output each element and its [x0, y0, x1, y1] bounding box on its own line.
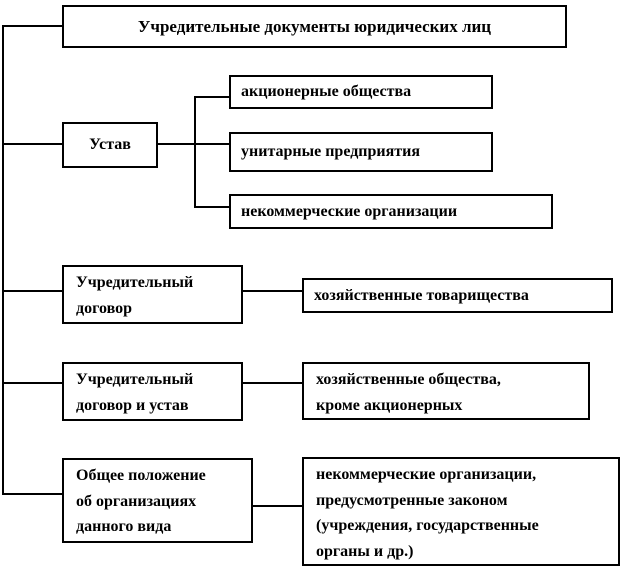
connector-title — [2, 25, 62, 27]
branch-top-connector — [194, 96, 229, 98]
ustav-box: Устав — [62, 122, 158, 168]
connector-row2-right — [242, 290, 302, 292]
connector-row4-right — [252, 505, 302, 507]
trunk-vertical-line — [2, 25, 4, 495]
general-provision-box: Общее положение об организациях данного … — [62, 458, 253, 543]
connector-row3-right — [242, 382, 302, 384]
branch-vertical-line — [194, 96, 196, 208]
connector-row4-left — [2, 493, 62, 495]
connector-ustav-left — [2, 143, 62, 145]
joint-stock-companies-box: акционерные общества — [229, 75, 493, 109]
business-companies-box: хозяйственные общества, кроме акционерны… — [302, 362, 590, 420]
noncommercial-organizations-box: некоммерческие организации — [229, 194, 553, 229]
noncommercial-by-law-box: некоммерческие организации, предусмотрен… — [302, 457, 620, 566]
unitary-enterprises-box: унитарные предприятия — [229, 132, 493, 172]
title-box: Учредительные документы юридических лиц — [62, 5, 567, 48]
founding-agreement-and-charter-box: Учредительный договор и устав — [62, 362, 243, 421]
founding-agreement-box: Учредительный договор — [62, 265, 243, 324]
branch-bottom-connector — [194, 206, 229, 208]
connector-row2-left — [2, 290, 62, 292]
connector-ustav-right — [158, 143, 229, 145]
business-partnerships-box: хозяйственные товарищества — [302, 278, 613, 313]
connector-row3-left — [2, 382, 62, 384]
